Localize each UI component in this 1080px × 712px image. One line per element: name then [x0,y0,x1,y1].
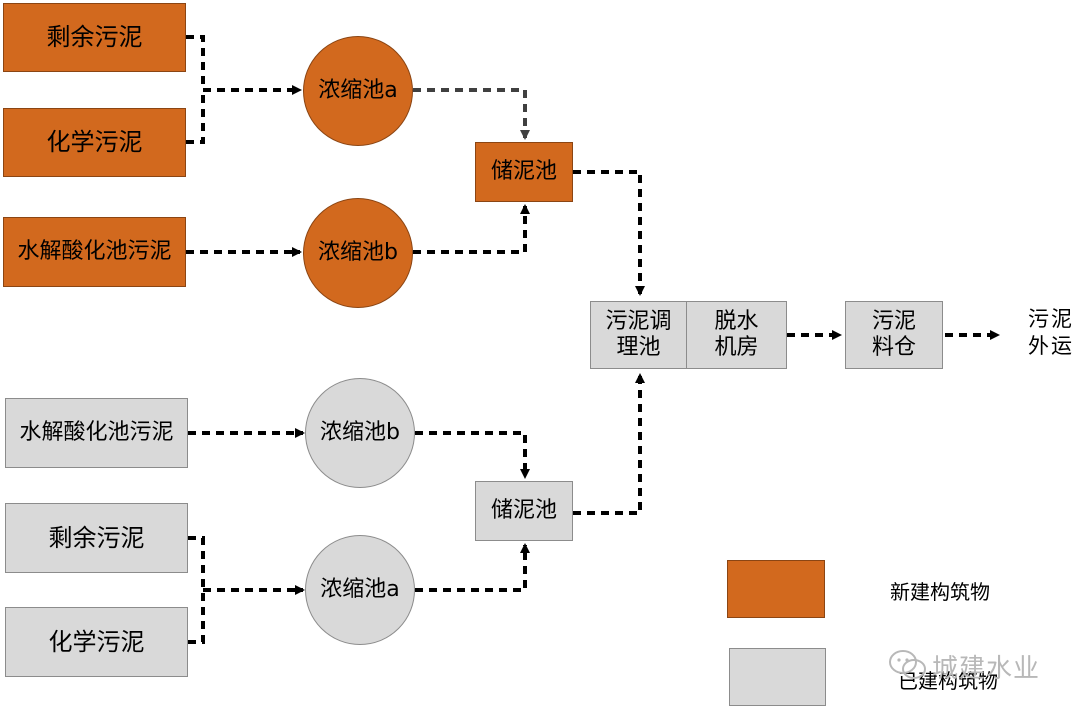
new-source-hydrolysis-sludge-label: 水解酸化池污泥 [17,238,172,264]
sludge-output-label: 污泥 外运 [1024,306,1078,361]
old-storage-tank-label: 储泥池 [490,497,557,523]
connector-old-thickener-b-to-storage [415,431,530,479]
sludge-silo: 污泥 料仓 [845,301,943,369]
new-thickener-b: 浓缩池b [303,198,413,308]
old-source-hydrolysis-sludge: 水解酸化池污泥 [5,398,188,468]
new-storage-tank: 储泥池 [475,142,573,202]
connector-new-source2-to-bracket [186,90,205,144]
old-storage-tank: 储泥池 [475,481,573,541]
new-source-excess-sludge: 剩余污泥 [3,3,186,72]
new-thickener-a: 浓缩池a [303,36,413,146]
new-thickener-a-label: 浓缩池a [318,77,398,103]
dewatering-room-label-line2: 机房 [714,335,759,360]
connector-new-thickener-b-to-storage [413,204,530,254]
connector-old-thickener-a-to-storage [415,543,530,592]
new-source-excess-sludge-label: 剩余污泥 [46,23,143,52]
new-source-hydrolysis-sludge: 水解酸化池污泥 [3,217,186,287]
connector-old-source3-to-bracket [188,590,205,644]
old-thickener-a: 浓缩池a [305,535,415,645]
connector-old-storage-to-conditioning [573,373,645,515]
old-source-excess-sludge: 剩余污泥 [5,503,188,573]
sludge-output-label-line1: 污泥 [1028,307,1074,331]
new-source-chemical-sludge: 化学污泥 [3,108,186,177]
new-storage-tank-label: 储泥池 [490,158,557,184]
watermark-text: 城建水业 [932,654,1041,684]
conditioning-tank-label-line1: 污泥调 [605,308,672,334]
old-thickener-b-label: 浓缩池b [320,419,400,445]
new-source-chemical-sludge-label: 化学污泥 [46,128,143,157]
connector-new-source1-to-bracket [186,35,205,90]
connector-new-thickener-a-to-storage [413,88,530,140]
old-thickener-b: 浓缩池b [305,378,415,488]
old-source-chemical-sludge-label: 化学污泥 [48,627,145,656]
sludge-silo-label-line1: 污泥 [871,308,916,334]
conditioning-tank: 污泥调 理池 [590,301,687,369]
old-source-excess-sludge-label: 剩余污泥 [48,523,145,552]
dewatering-room: 脱水 机房 [686,301,787,369]
conditioning-tank-label-line2: 理池 [616,335,661,360]
legend-new-label: 新建构筑物 [890,580,990,604]
old-thickener-a-label: 浓缩池a [320,576,400,602]
connector-old-source2-to-bracket [188,536,205,590]
old-source-chemical-sludge: 化学污泥 [5,607,188,677]
legend-existing-label: 已建构筑物 [898,669,998,693]
legend-existing-swatch [729,648,826,706]
connector-new-storage-to-conditioning [573,170,645,296]
dewatering-room-label-line1: 脱水 [714,308,759,334]
legend-new-swatch [727,560,825,618]
sludge-output-label-line2: 外运 [1028,334,1074,359]
sludge-silo-label-line2: 料仓 [871,335,916,360]
new-thickener-b-label: 浓缩池b [318,239,398,265]
wechat-icon [889,650,926,679]
old-source-hydrolysis-sludge-label: 水解酸化池污泥 [19,419,174,445]
